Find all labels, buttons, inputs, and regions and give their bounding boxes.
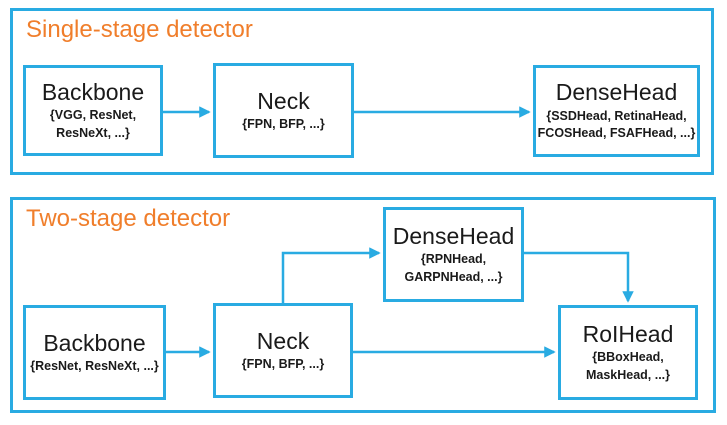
node-single-stage-neck: Neck {FPN, BFP, ...}: [213, 63, 354, 158]
node-sublabel: {ResNet, ResNeXt, ...}: [30, 358, 159, 373]
node-sublabel: {FPN, BFP, ...}: [241, 356, 325, 371]
node-title: RoIHead: [582, 320, 674, 347]
two-stage-panel-title: Two-stage detector: [26, 205, 231, 232]
node-title: Neck: [256, 327, 310, 354]
node-title: Backbone: [41, 78, 145, 105]
node-two-stage-backbone: Backbone {ResNet, ResNeXt, ...}: [23, 305, 166, 400]
node-title: Neck: [257, 87, 310, 114]
single-stage-panel-title: Single-stage detector: [26, 16, 253, 43]
node-title: DenseHead: [555, 79, 678, 106]
node-two-stage-neck: Neck {FPN, BFP, ...}: [213, 303, 353, 398]
node-two-stage-roihead: RoIHead {BBoxHead, MaskHead, ...}: [558, 305, 698, 400]
node-sublabel: {FPN, BFP, ...}: [242, 116, 325, 131]
node-sublabel: {BBoxHead, MaskHead, ...}: [585, 350, 671, 382]
node-single-stage-densehead: DenseHead {SSDHead, RetinaHead, FCOSHead…: [533, 65, 700, 157]
node-single-stage-backbone: Backbone {VGG, ResNet, ResNeXt, ...}: [23, 65, 163, 156]
node-sublabel: {RPNHead, GARPNHead, ...}: [404, 252, 503, 284]
node-two-stage-densehead: DenseHead {RPNHead, GARPNHead, ...}: [383, 207, 524, 302]
node-sublabel: {VGG, ResNet, ResNeXt, ...}: [49, 108, 137, 140]
node-title: DenseHead: [392, 222, 515, 249]
node-title: Backbone: [43, 329, 146, 356]
node-sublabel: {SSDHead, RetinaHead, FCOSHead, FSAFHead…: [537, 108, 696, 141]
